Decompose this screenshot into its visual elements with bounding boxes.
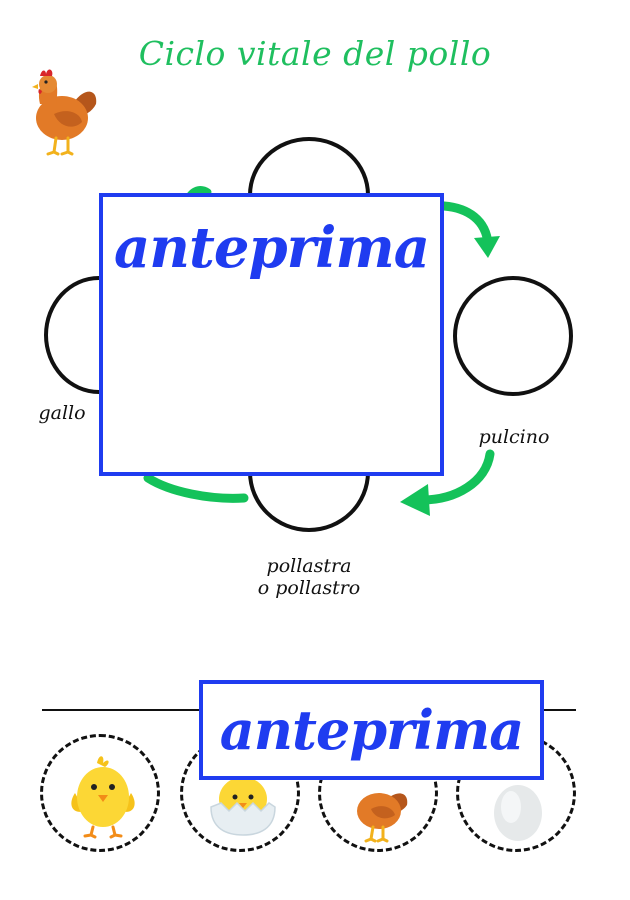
label-pollastra: pollastra: [266, 555, 352, 577]
preview-box: anteprima: [99, 193, 444, 476]
label-pulcino: pulcino: [478, 426, 550, 448]
hen-icon: [26, 64, 100, 156]
label-pollastro: o pollastro: [257, 577, 361, 599]
hatching-chick-icon: [205, 777, 281, 841]
label-gallo: gallo: [38, 402, 86, 424]
arrow-bottom-left-icon: [120, 468, 249, 508]
cutout-circle-1: [40, 734, 160, 852]
preview-watermark-bottom: anteprima: [219, 698, 524, 762]
chick-icon: [67, 753, 139, 841]
arrow-bottom-right-icon: [396, 448, 496, 522]
arrow-top-right-icon: [439, 196, 502, 262]
hen-icon: [347, 777, 413, 847]
page-title: Ciclo vitale del pollo: [138, 34, 492, 73]
cycle-circle-right: [453, 276, 573, 396]
preview-box-bottom: anteprima: [199, 680, 544, 780]
preview-watermark: anteprima: [114, 215, 430, 281]
egg-icon: [489, 777, 547, 847]
